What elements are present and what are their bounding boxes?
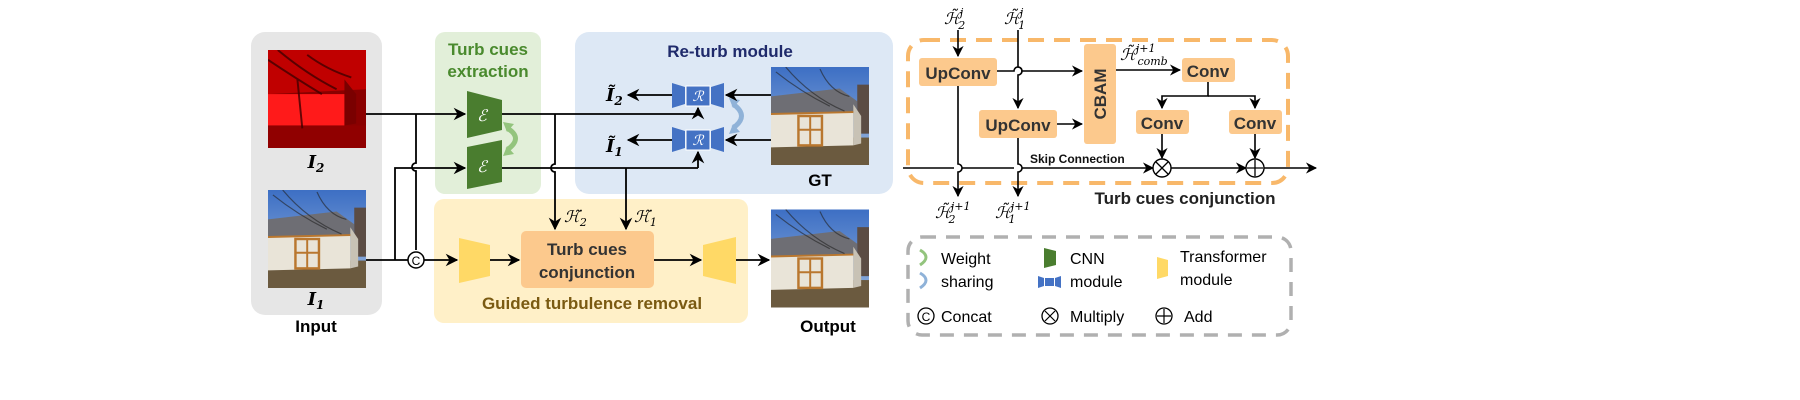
legend-concat-label: Concat [941, 309, 992, 326]
turb-cues-conjunction-block [521, 231, 654, 288]
legend-concat-icon [917, 307, 935, 325]
legend-transformer-line1: Transformer [1180, 249, 1267, 266]
transformer-encoder-icon [459, 238, 490, 283]
returb-out-i2: Ĩ2 [605, 83, 623, 108]
cbam-block [1084, 44, 1116, 144]
encoder-bottom-symbol: ℰ [477, 157, 489, 176]
conv-left-label: Conv [1141, 114, 1184, 133]
legend-transformer-icon [1157, 257, 1168, 279]
main-connections [366, 88, 771, 267]
returb-title: Re-turb module [667, 42, 793, 61]
legend-dashed-border [906, 235, 1293, 337]
returb-top-symbol: ℛ [692, 89, 704, 105]
conv-top-label: Conv [1187, 62, 1230, 81]
input-image-i2 [268, 50, 366, 148]
guided-h2-label: ℋ̃2 [564, 207, 587, 229]
conv-block-top [1182, 58, 1235, 82]
conjunction-connections [903, 30, 1318, 198]
upconv-2-label: UpConv [985, 116, 1051, 135]
upconv-1-label: UpConv [925, 64, 991, 83]
input-image-i1 [268, 190, 366, 288]
encoder-bottom-icon [467, 140, 502, 189]
input-i2-label: I2 [307, 152, 325, 175]
legend-concat-symbol: C [922, 310, 931, 324]
conjunction-detail-title: Turb cues conjunction [1094, 189, 1275, 208]
legend-cnn-icon [1044, 248, 1056, 268]
conv-right-label: Conv [1234, 114, 1277, 133]
legend-weight-line2: sharing [941, 274, 993, 291]
conv-block-right [1229, 110, 1282, 134]
output-image [771, 208, 869, 309]
legend-multiply-icon [1041, 307, 1059, 325]
upconv-block-2 [979, 110, 1057, 138]
weight-sharing-green-icon [503, 122, 518, 156]
input-label: Input [295, 317, 337, 336]
returb-bottom-symbol: ℛ [692, 133, 704, 149]
legend-cnn-line1: CNN [1070, 251, 1105, 268]
extraction-title-line2: extraction [447, 62, 528, 81]
returb-out-i1: Ĩ1 [605, 134, 623, 159]
extraction-title-line1: Turb cues [448, 40, 528, 59]
encoder-top-icon [467, 91, 502, 138]
add-node [1245, 158, 1265, 178]
conjunction-block-line2: conjunction [539, 263, 635, 282]
conjunction-block-line1: Turb cues [547, 240, 627, 259]
input-i1-label: I1 [307, 289, 325, 312]
legend-weight-line1: Weight [941, 251, 991, 268]
conv-block-left [1136, 110, 1189, 134]
legend-add-label: Add [1184, 309, 1212, 326]
legend-cnn-line2: module [1070, 274, 1123, 291]
legend-multiply-label: Multiply [1070, 309, 1124, 326]
skip-connection-label: Skip Connection [1030, 152, 1125, 166]
returb-block-top: ℛ [672, 83, 724, 108]
turb-cues-extraction-panel: Turb cues extraction ℰ ℰ [435, 32, 541, 194]
input-panel: I2 I1 Input [251, 32, 382, 336]
legend-transformer-line2: module [1180, 272, 1233, 289]
legend-add-icon [1155, 307, 1173, 325]
guided-title: Guided turbulence removal [482, 294, 702, 313]
legend-returb-icon [1038, 276, 1061, 288]
legend-weight-sharing-icon [919, 248, 928, 290]
encoder-top-symbol: ℰ [477, 106, 489, 125]
concat-symbol: C [412, 254, 421, 268]
upconv-block-1 [919, 58, 997, 86]
output-label: Output [800, 317, 856, 336]
guided-h1-label: ℋ̃1 [634, 207, 657, 229]
gt-label: GT [808, 171, 832, 190]
concat-node: C [407, 251, 425, 269]
cbam-label: CBAM [1091, 69, 1110, 120]
transformer-decoder-icon [703, 237, 736, 284]
gt-image [771, 67, 869, 165]
guided-turbulence-removal-panel: Turb cues conjunction Guided turbulence … [434, 199, 748, 323]
conjunction-dashed-border [906, 38, 1290, 185]
legend: Weight sharing CNN module Transformer mo… [906, 235, 1293, 337]
re-turb-module-panel: Re-turb module ℛ ℛ Ĩ2 Ĩ1 GT [575, 32, 893, 194]
multiply-node [1152, 158, 1172, 178]
returb-block-bottom: ℛ [672, 127, 724, 152]
